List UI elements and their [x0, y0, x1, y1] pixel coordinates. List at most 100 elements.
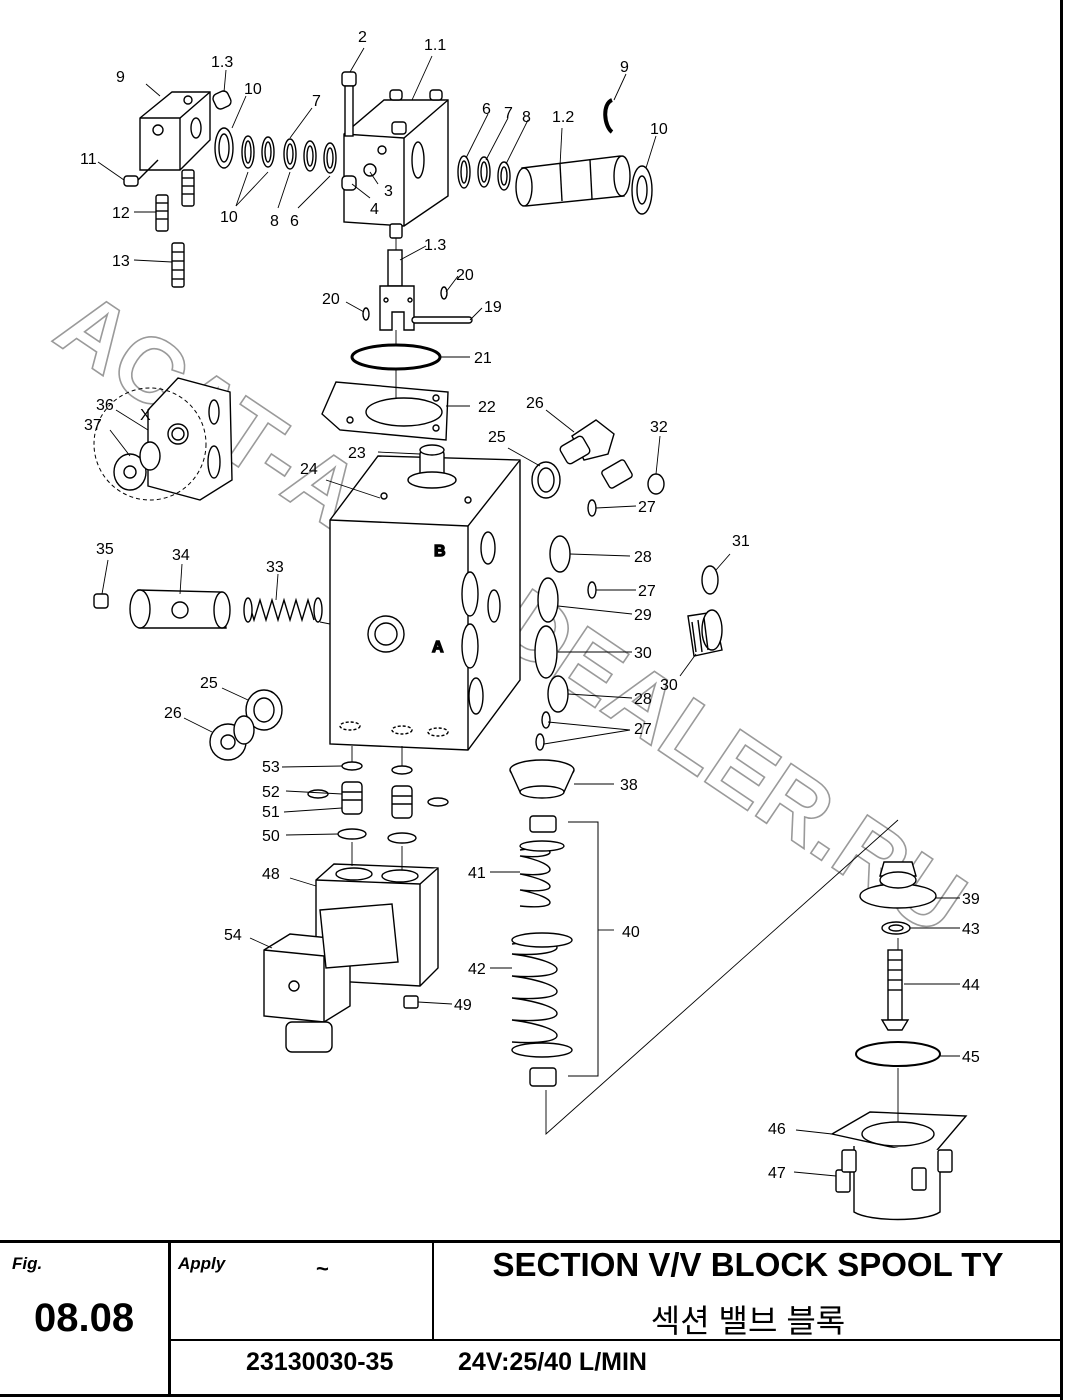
svg-text:47: 47	[768, 1165, 786, 1182]
part-1-2-spool	[515, 155, 631, 207]
part-36-set-screw	[93, 593, 109, 609]
svg-text:27: 27	[638, 499, 656, 516]
title-block-mid-rule	[168, 1339, 1063, 1341]
part-47-flange-housing	[830, 1111, 968, 1221]
part-55-solenoid-coil	[263, 903, 399, 1053]
svg-text:11: 11	[80, 151, 97, 168]
part-13-plug	[123, 159, 159, 187]
svg-text:29: 29	[634, 607, 652, 624]
svg-text:28: 28	[634, 691, 652, 708]
svg-text:48: 48	[262, 866, 280, 883]
svg-text:27: 27	[638, 583, 656, 600]
part-33-fitting	[601, 459, 665, 495]
svg-text:X: X	[140, 407, 151, 424]
leader-lines	[97, 47, 960, 1177]
part-number: 23130030-35	[246, 1348, 394, 1376]
part-45-screw	[880, 949, 910, 1031]
svg-text:26: 26	[526, 395, 544, 412]
part-9-washer	[631, 165, 653, 215]
part-8-snap-ring	[603, 98, 614, 134]
svg-text:8: 8	[522, 109, 531, 126]
svg-text:10: 10	[650, 121, 668, 138]
svg-text:33: 33	[266, 559, 284, 576]
svg-text:3: 3	[384, 183, 393, 200]
svg-text:10: 10	[244, 81, 262, 98]
svg-text:26: 26	[164, 705, 182, 722]
spec-text: 24V:25/40 L/MIN	[458, 1348, 647, 1376]
seal-rings-10-11	[214, 127, 337, 174]
svg-text:21: 21	[474, 350, 492, 367]
part-24-main-valve-body	[329, 455, 521, 751]
exploded-parts-diagram: ACAT-AUTODEALER.RU	[38, 29, 984, 1221]
svg-text:32: 32	[650, 419, 668, 436]
svg-text:37: 37	[84, 417, 102, 434]
part-26-plug-left	[209, 715, 255, 761]
part-14-stud	[155, 169, 195, 232]
part-1-1-valve-housing	[341, 89, 449, 239]
part-25-seal-ring-left	[245, 689, 283, 731]
svg-text:51: 51	[262, 804, 280, 821]
part-20-clips	[362, 286, 448, 321]
part-15-stud	[171, 242, 185, 288]
svg-text:23: 23	[348, 445, 366, 462]
part-35-spool-sleeve	[129, 589, 231, 629]
svg-text:46: 46	[768, 1121, 786, 1138]
svg-text:1.3: 1.3	[424, 237, 446, 254]
svg-text:1.1: 1.1	[424, 37, 446, 54]
svg-text:36: 36	[96, 397, 114, 414]
part-1-3-pin	[212, 90, 232, 110]
svg-text:24: 24	[300, 461, 318, 478]
title-block-top-rule	[0, 1240, 1063, 1243]
svg-text:22: 22	[478, 399, 496, 416]
part-38-plug	[113, 441, 161, 491]
svg-text:12: 12	[112, 205, 130, 222]
part-39-valve-seat	[509, 759, 575, 799]
svg-text:6: 6	[482, 101, 491, 118]
svg-text:28: 28	[634, 549, 652, 566]
svg-text:42: 42	[468, 961, 486, 978]
drawing-title-english: SECTION V/V BLOCK SPOOL TY	[492, 1246, 1004, 1283]
part-31-plug	[687, 609, 723, 657]
svg-text:44: 44	[962, 977, 980, 994]
svg-text:25: 25	[488, 429, 506, 446]
svg-text:2: 2	[358, 29, 367, 46]
fig-label: Fig.	[12, 1254, 43, 1273]
svg-text:13: 13	[112, 253, 130, 270]
svg-text:39: 39	[962, 891, 980, 908]
svg-text:6: 6	[290, 213, 299, 230]
svg-text:31: 31	[732, 533, 750, 550]
svg-text:53: 53	[262, 759, 280, 776]
svg-text:20: 20	[322, 291, 340, 308]
part-41-spring-assembly	[511, 815, 599, 1087]
part-21-o-ring	[350, 343, 442, 371]
svg-text:43: 43	[962, 921, 980, 938]
part-48-bolts	[835, 1149, 953, 1193]
svg-text:34: 34	[172, 547, 190, 564]
svg-text:30: 30	[634, 645, 652, 662]
svg-text:9: 9	[116, 69, 125, 86]
callout-labels: 9 1.3 10 7 11 12 13 10 8 6 2 1.1 3 4 6 7…	[80, 29, 980, 1182]
svg-text:27: 27	[634, 721, 652, 738]
o-rings-27-28-29-30	[534, 499, 597, 751]
svg-text:9: 9	[620, 59, 629, 76]
svg-text:49: 49	[454, 997, 472, 1014]
svg-text:7: 7	[504, 105, 513, 122]
svg-text:52: 52	[262, 784, 280, 801]
seal-rings-5-6-7-right	[457, 155, 511, 191]
title-block-divider-1	[168, 1240, 171, 1397]
svg-text:10: 10	[220, 209, 238, 226]
frame-border-right	[1060, 0, 1063, 1400]
part-23-plug	[407, 444, 457, 489]
cartridge-valves-51-54	[307, 761, 449, 844]
title-block-bottom-rule	[0, 1394, 1063, 1397]
svg-text:50: 50	[262, 828, 280, 845]
title-block-divider-2	[432, 1240, 434, 1340]
svg-text:20: 20	[456, 267, 474, 284]
part-34-spring	[243, 597, 323, 623]
svg-text:4: 4	[370, 201, 379, 218]
svg-text:A: A	[432, 639, 444, 656]
part-22-gasket-plate	[321, 381, 449, 441]
svg-text:54: 54	[224, 927, 242, 944]
svg-text:B: B	[434, 543, 446, 560]
part-32-o-ring	[701, 565, 719, 595]
